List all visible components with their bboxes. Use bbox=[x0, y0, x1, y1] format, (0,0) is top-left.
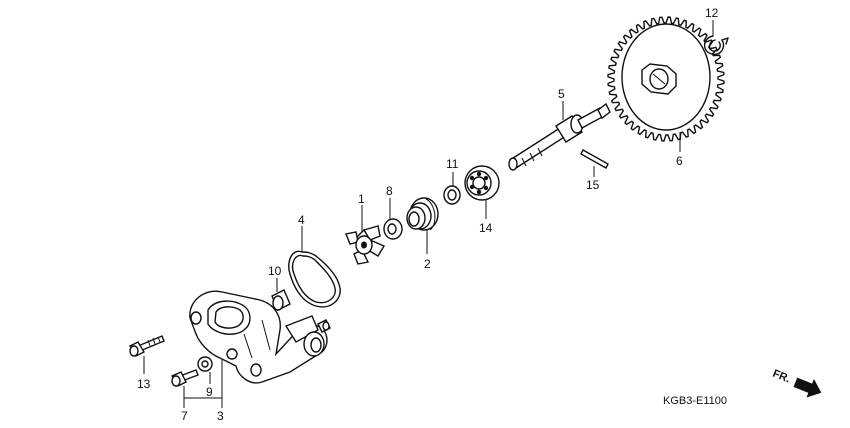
label-part-12: 12 bbox=[705, 6, 719, 20]
front-marker-label: FR. bbox=[771, 368, 792, 386]
part-7-bolt bbox=[170, 369, 199, 387]
label-part-3: 3 bbox=[217, 409, 224, 423]
label-part-4: 4 bbox=[298, 213, 305, 227]
leader-lines bbox=[143, 20, 714, 408]
front-arrow-icon bbox=[793, 377, 822, 398]
part-5-shaft bbox=[508, 102, 611, 171]
label-part-8: 8 bbox=[386, 184, 393, 198]
part-11-washer bbox=[443, 185, 461, 205]
part-15-pin bbox=[580, 149, 609, 169]
diagram-code: KGB3-E1100 bbox=[663, 395, 727, 407]
part-10-dowel bbox=[271, 289, 291, 311]
part-12-circlip bbox=[703, 35, 729, 55]
part-2-seal bbox=[406, 197, 439, 231]
part-3-pump-cover bbox=[189, 290, 331, 384]
part-9-washer bbox=[197, 356, 213, 372]
label-part-14: 14 bbox=[479, 221, 493, 235]
label-part-10: 10 bbox=[268, 264, 282, 278]
label-part-13: 13 bbox=[137, 377, 151, 391]
label-part-6: 6 bbox=[676, 154, 683, 168]
label-part-11: 11 bbox=[446, 157, 459, 171]
label-part-15: 15 bbox=[586, 178, 600, 192]
part-14-bearing bbox=[464, 165, 500, 201]
part-6-gear bbox=[607, 16, 725, 142]
part-4-o-ring bbox=[288, 250, 341, 308]
front-direction-marker: FR. bbox=[771, 368, 822, 398]
label-part-5: 5 bbox=[558, 87, 565, 101]
label-part-9: 9 bbox=[206, 385, 213, 399]
label-part-2: 2 bbox=[424, 257, 431, 271]
part-1-impeller bbox=[345, 225, 386, 265]
label-part-7: 7 bbox=[181, 409, 188, 423]
label-part-1: 1 bbox=[358, 192, 365, 206]
part-8-washer bbox=[383, 218, 403, 240]
part-13-bolt bbox=[129, 335, 165, 357]
